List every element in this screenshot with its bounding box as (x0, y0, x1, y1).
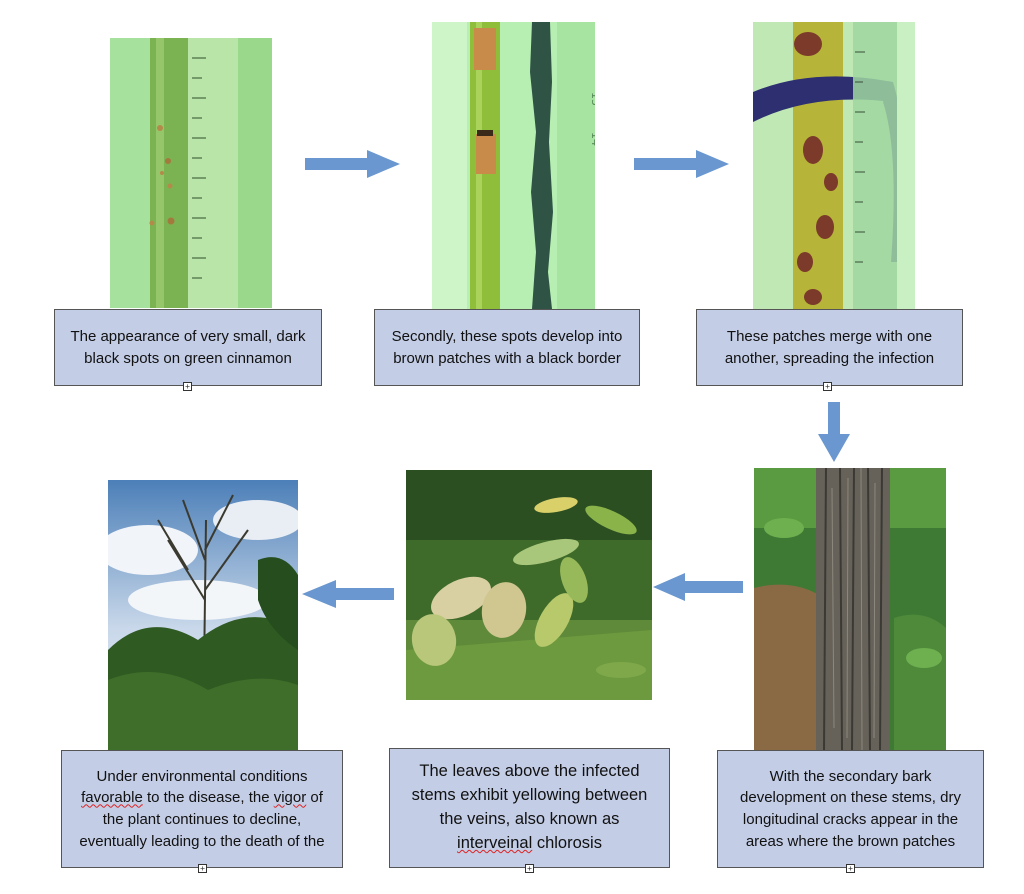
caption-step-5: The leaves above the infected stems exhi… (389, 748, 670, 868)
caption-line: black spots on green cinnamon (84, 349, 292, 367)
photo-step-5-chlorotic-leaves (406, 470, 652, 700)
caption-text: chlorosis (532, 833, 602, 852)
spelling-flag-word: vigor (273, 789, 307, 807)
caption-text: of (306, 789, 323, 807)
arrow-right-1-icon (305, 150, 400, 178)
arrow-left-1-icon (653, 573, 743, 601)
svg-text:14: 14 (589, 132, 595, 146)
caption-step-6: Under environmental conditions favorable… (61, 750, 343, 868)
caption-line: The leaves above the infected (419, 762, 640, 781)
caption-line: favorable to the disease, the vigor of (79, 787, 324, 809)
caption-line: longitudinal cracks appear in the (742, 811, 959, 828)
arrow-right-2-icon (634, 150, 729, 178)
photo-step-1-green-stem-spots: 13121110 (110, 38, 272, 308)
caption-line: eventually leading to the death of the (79, 832, 325, 850)
spelling-flag-word: favorable (81, 789, 143, 807)
photo-step-4-cracked-bark (754, 468, 946, 750)
caption-step-1: The appearance of very small, dark black… (54, 309, 322, 386)
caption-line: brown patches with a black border (393, 349, 621, 367)
photo-step-6-dying-tree (108, 480, 298, 750)
caption-text: to the disease, the (142, 789, 274, 807)
anchor-handle-icon[interactable]: + (525, 864, 534, 873)
arrow-left-2-icon (302, 580, 394, 608)
caption-step-4: With the secondary bark development on t… (717, 750, 984, 868)
anchor-handle-icon[interactable]: + (846, 864, 855, 873)
caption-line: With the secondary bark (769, 767, 932, 785)
caption-line: areas where the brown patches (745, 832, 956, 850)
caption-line: the plant continues to decline, (102, 811, 302, 828)
caption-line: stems exhibit yellowing between (411, 786, 648, 805)
caption-line: Under environmental conditions (96, 767, 308, 785)
spelling-flag-word: interveinal (457, 833, 533, 852)
caption-line: Secondly, these spots develop into (391, 327, 623, 345)
photo-step-3-merged-patches (753, 22, 915, 309)
caption-line: interveinal chlorosis (412, 832, 648, 856)
caption-line: the veins, also known as (439, 810, 620, 828)
anchor-handle-icon[interactable]: + (183, 382, 192, 391)
caption-step-3: These patches merge with one another, sp… (696, 309, 963, 386)
caption-line: development on these stems, dry (740, 789, 961, 807)
caption-line: These patches merge with one (726, 327, 933, 345)
caption-step-2: Secondly, these spots develop into brown… (374, 309, 640, 386)
anchor-handle-icon[interactable]: + (198, 864, 207, 873)
caption-line: The appearance of very small, dark (70, 327, 306, 345)
caption-line: another, spreading the infection (724, 349, 935, 367)
arrow-down-icon (818, 402, 850, 462)
anchor-handle-icon[interactable]: + (823, 382, 832, 391)
svg-text:15: 15 (589, 92, 595, 106)
